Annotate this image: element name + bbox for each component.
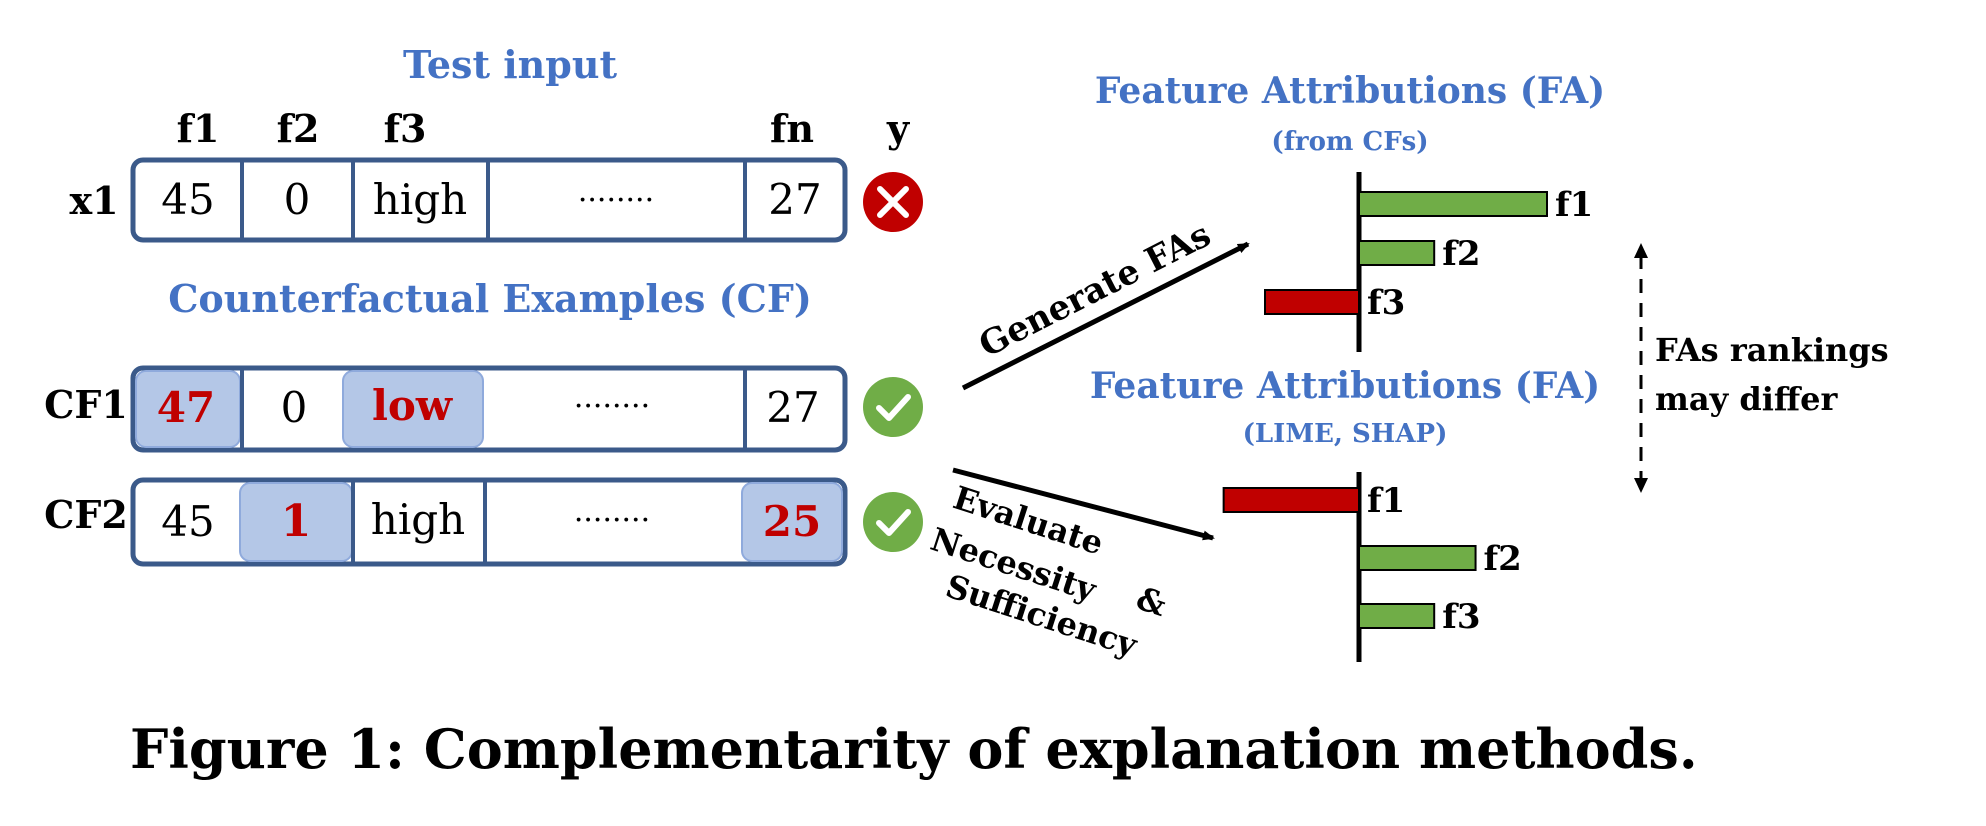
fa-cf-label-f3: f3 — [1367, 283, 1405, 323]
rankings-arrow — [1634, 243, 1648, 493]
header-f3: f3 — [384, 106, 427, 151]
header-fn: fn — [770, 106, 814, 151]
fa-cf-bar-f1 — [1358, 191, 1548, 217]
test-input-row: 45 0 high ········ 27 — [130, 157, 848, 243]
test-input-headers: f1 f2 f3 fn y — [177, 106, 910, 151]
fa-lime-label-f3: f3 — [1442, 597, 1480, 637]
header-y: y — [886, 106, 910, 151]
evaluate-arrow — [952, 467, 1215, 541]
test-cell-f1: 45 — [161, 175, 214, 224]
generate-arrow — [961, 241, 1250, 391]
row-label-x1: x1 — [69, 178, 118, 223]
cf1-cell-fn: 27 — [766, 383, 819, 432]
header-f1: f1 — [177, 106, 220, 151]
header-f2: f2 — [277, 106, 320, 151]
check-circle-icon — [863, 492, 923, 552]
figure-caption: Figure 1: Complementarity of explanation… — [130, 717, 1698, 781]
evaluate-label: Evaluate Necessity & Sufficiency — [926, 479, 1171, 665]
test-cell-f3: high — [373, 175, 467, 224]
cf1-cell-f2: 0 — [281, 383, 308, 432]
check-circle-icon — [863, 377, 923, 437]
cf2-cell-f2: 1 — [281, 496, 312, 547]
cf1-row-frame — [130, 365, 848, 453]
fa-lime-bar-f1 — [1222, 487, 1361, 513]
cf1-cell-f1: 47 — [157, 383, 215, 432]
cf2-row: 45 1 high ········ 25 — [130, 477, 848, 567]
fa-lime-title: Feature Attributions (FA) — [1090, 365, 1600, 407]
rankings-note-line2: may differ — [1655, 380, 1838, 418]
fa-cf-chart: f1 f2 f3 — [1264, 172, 1593, 352]
test-input-title: Test input — [403, 42, 618, 87]
fa-lime-bar-f3 — [1358, 603, 1436, 629]
x-circle-icon — [863, 172, 923, 232]
cf1-highlight-f3 — [342, 370, 484, 448]
fa-cf-label-f2: f2 — [1442, 234, 1480, 274]
evaluate-label-line3: & — [1132, 579, 1171, 624]
fa-lime-label-f2: f2 — [1484, 539, 1522, 579]
cf2-highlight-fn — [741, 482, 843, 562]
fa-lime-bar-f2 — [1358, 545, 1477, 571]
test-cell-fn: 27 — [768, 175, 821, 224]
row-label-cf2: CF2 — [44, 492, 128, 537]
cf-title: Counterfactual Examples (CF) — [168, 276, 812, 321]
fa-cf-subtitle: (from CFs) — [1271, 127, 1428, 157]
cf2-cell-f1: 45 — [161, 497, 214, 546]
fa-cf-title: Feature Attributions (FA) — [1095, 70, 1605, 112]
cf2-cell-fn: 25 — [763, 497, 821, 546]
test-cell-ellipsis: ········ — [578, 183, 654, 218]
fa-cf-bar-f3 — [1264, 289, 1360, 315]
cf2-cell-f3: high — [371, 495, 465, 544]
fa-lime-subtitle: (LIME, SHAP) — [1243, 419, 1448, 449]
test-cell-f2: 0 — [284, 175, 311, 224]
fa-cf-label-f1: f1 — [1555, 185, 1593, 225]
generate-label: Generate FAs — [973, 215, 1217, 366]
fa-cf-bar-f2 — [1358, 240, 1436, 266]
cf2-cell-ellipsis: ········ — [574, 503, 650, 538]
cf1-cell-ellipsis: ········ — [574, 389, 650, 424]
cf1-cell-f3: low — [372, 381, 453, 430]
rankings-note-line1: FAs rankings — [1655, 331, 1889, 369]
fa-lime-label-f1: f1 — [1367, 481, 1405, 521]
row-label-cf1: CF1 — [44, 382, 128, 427]
cf1-row: 47 0 low ········ 27 — [130, 365, 848, 453]
